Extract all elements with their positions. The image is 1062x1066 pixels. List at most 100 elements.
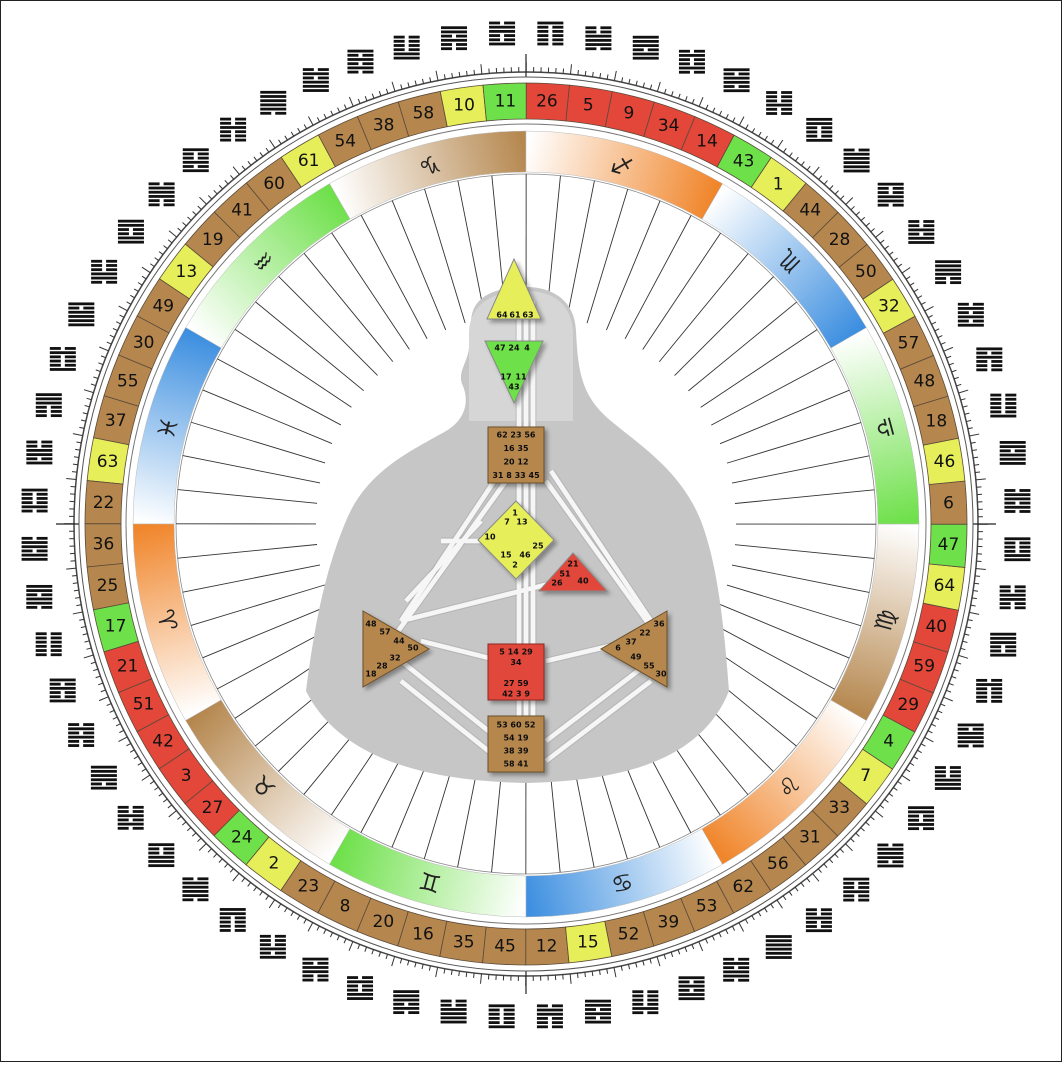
hexagram-icon — [303, 68, 329, 92]
gate-label: 30 — [655, 670, 667, 679]
gate-number: 31 — [799, 828, 821, 848]
hexagram-icon — [935, 260, 961, 284]
gate-number: 21 — [117, 656, 139, 676]
gate-label: 2 — [512, 561, 518, 570]
gate-number: 47 — [938, 535, 960, 555]
gate-label: 47 — [494, 344, 505, 353]
hexagram-icon — [183, 148, 209, 172]
gate-number: 44 — [799, 201, 821, 221]
gate-number: 14 — [696, 132, 718, 152]
hexagram-icon — [806, 118, 832, 142]
hexagram-icon — [441, 1000, 467, 1024]
gate-number: 36 — [93, 535, 115, 555]
gate-number: 22 — [93, 493, 115, 513]
gate-number: 26 — [536, 92, 558, 112]
hexagram-icon — [679, 50, 705, 74]
hexagram-icon — [877, 844, 903, 868]
throat-center: 62 23 56 16 35 20 12 31 8 33 45 — [488, 427, 544, 483]
gate-number: 29 — [897, 695, 919, 715]
hexagram-icon — [633, 36, 659, 60]
gate-label: 57 — [379, 628, 390, 637]
gate-number: 2 — [268, 854, 279, 874]
gate-number: 17 — [105, 617, 127, 637]
hexagram-icon — [394, 36, 420, 60]
hexagram-icon — [36, 393, 62, 417]
gate-number: 39 — [658, 912, 680, 932]
hexagram-icon — [68, 302, 94, 326]
hexagram-icon — [537, 22, 563, 46]
hexagram-icon — [22, 537, 48, 561]
gate-number: 59 — [913, 657, 935, 677]
hexagram-icon — [766, 935, 792, 959]
hexagram-icon — [68, 723, 94, 747]
gate-label: 54 19 — [503, 734, 528, 743]
gate-number: 19 — [202, 230, 224, 250]
gate-label: 4 — [524, 344, 530, 353]
gate-number: 51 — [133, 695, 155, 715]
hexagram-icon — [441, 26, 467, 50]
gate-number: 46 — [934, 452, 956, 472]
hexagram-icon — [182, 877, 208, 901]
gate-number: 5 — [583, 96, 594, 116]
hexagram-icon — [393, 990, 419, 1014]
hexagram-icon — [260, 935, 286, 959]
hexagram-icon — [723, 958, 749, 982]
gate-label: 16 35 — [503, 444, 528, 453]
gate-label: 31 8 33 45 — [492, 471, 540, 480]
hexagram-icon — [220, 908, 246, 932]
gate-label: 26 — [551, 579, 563, 588]
hexagram-icon — [679, 976, 705, 1000]
gate-number: 8 — [340, 896, 351, 916]
gate-label: 20 12 — [503, 458, 528, 467]
hexagram-icon — [148, 843, 174, 867]
gate-number: 35 — [453, 932, 475, 952]
hexagram-icon — [1004, 489, 1030, 513]
gate-number: 49 — [152, 296, 174, 316]
gate-number: 3 — [181, 766, 192, 786]
gate-label: 18 — [365, 670, 377, 679]
gate-number: 33 — [828, 798, 850, 818]
gate-number: 7 — [860, 766, 871, 786]
gate-number: 10 — [453, 96, 475, 116]
gate-number: 28 — [829, 230, 851, 250]
gate-number: 34 — [658, 116, 680, 136]
hexagram-icon — [1004, 537, 1030, 561]
gate-label: 49 — [630, 653, 642, 662]
gate-label: 62 23 56 — [497, 431, 536, 440]
hexagram-icon — [22, 489, 48, 513]
gate-number: 60 — [263, 174, 285, 194]
hexagram-icon — [537, 1004, 563, 1028]
gate-label: 6 — [615, 644, 621, 653]
gate-number: 45 — [494, 936, 516, 956]
hexagram-icon — [632, 990, 658, 1014]
hexagram-icon — [1000, 441, 1026, 465]
gate-number: 41 — [231, 200, 253, 220]
hexagram-icon — [844, 149, 870, 173]
gate-number: 15 — [577, 932, 599, 952]
gate-number: 38 — [373, 116, 395, 136]
gate-number: 58 — [413, 104, 435, 124]
gate-label: 55 — [643, 662, 655, 671]
gate-label: 36 — [653, 620, 665, 629]
gate-number: 23 — [298, 877, 320, 897]
gate-label: 37 — [625, 638, 636, 647]
gate-label: 21 — [567, 560, 579, 569]
gate-label: 22 — [639, 629, 650, 638]
gate-label: 7 — [504, 518, 510, 527]
gate-label: 27 59 — [503, 679, 528, 688]
hexagram-icon — [36, 632, 62, 656]
hexagram-icon — [878, 183, 904, 207]
gate-label: 48 — [365, 620, 377, 629]
gate-label: 44 — [393, 637, 405, 646]
gate-number: 1 — [773, 174, 784, 194]
hexagram-icon — [724, 68, 750, 92]
hexagram-icon — [347, 976, 373, 1000]
gate-label: 61 — [509, 311, 521, 320]
gate-number: 57 — [898, 333, 920, 353]
hexagram-icon — [908, 806, 934, 830]
gate-number: 20 — [373, 912, 395, 932]
gate-number: 64 — [934, 576, 956, 596]
